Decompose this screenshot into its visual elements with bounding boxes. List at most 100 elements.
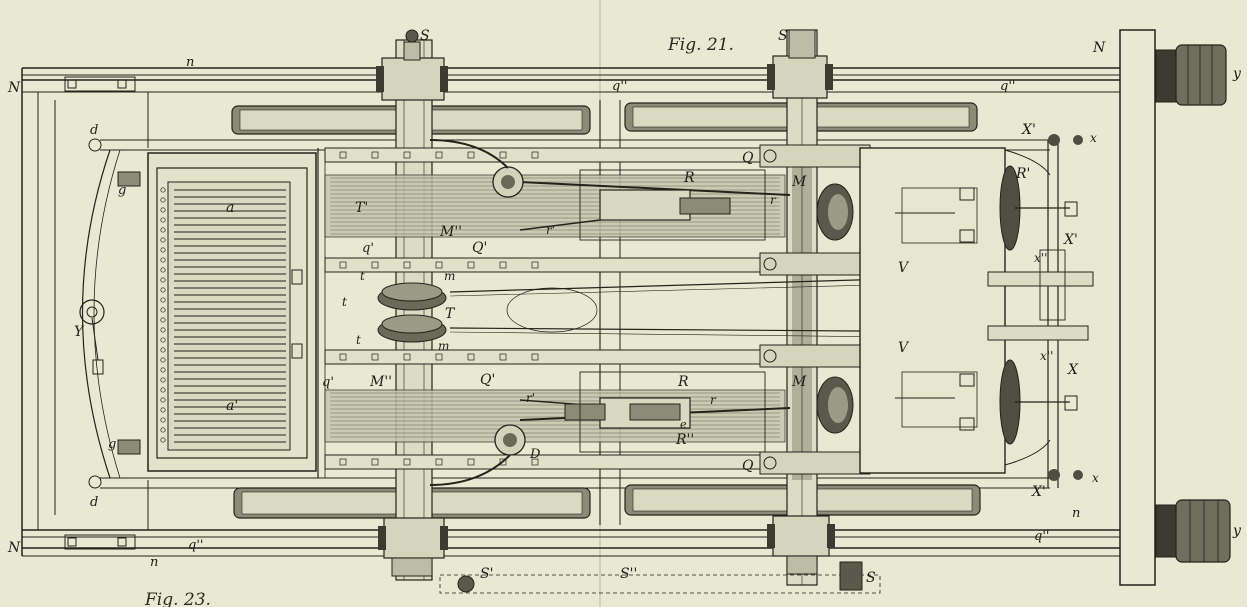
label-M-double-bottom: M'' bbox=[369, 374, 392, 390]
label-X-prime-bottom: X' bbox=[1031, 484, 1046, 500]
label-a: a bbox=[226, 200, 234, 216]
right-crankshaft bbox=[786, 29, 818, 586]
guide-bracket bbox=[467, 151, 475, 159]
label-n-left-top: N bbox=[7, 80, 21, 96]
guide-bracket bbox=[435, 458, 443, 466]
label-n-right: N bbox=[1092, 40, 1106, 56]
guide-bracket bbox=[371, 353, 379, 361]
label-s-top-left: S bbox=[420, 28, 430, 44]
guide-bracket bbox=[531, 353, 539, 361]
label-g-top: g bbox=[118, 183, 126, 198]
label-a-prime: a' bbox=[226, 398, 238, 414]
label-g-bottom: g bbox=[108, 437, 116, 452]
label-r-prime-bottom: r' bbox=[526, 391, 535, 405]
label-q-prime-bottom: q' bbox=[322, 375, 334, 390]
label-Q-top: Q bbox=[742, 150, 754, 166]
label-r-prime-top: r' bbox=[546, 223, 555, 237]
label-t-3: t bbox=[356, 333, 361, 347]
label-V-bottom: V bbox=[898, 340, 910, 356]
label-V-top: V bbox=[898, 260, 910, 276]
governor-discs bbox=[999, 149, 1078, 466]
guide-bracket bbox=[531, 151, 539, 159]
rivet bbox=[160, 377, 166, 383]
rivet bbox=[160, 257, 166, 263]
label-n-right-bottom: n bbox=[1072, 506, 1080, 521]
guide-bracket bbox=[339, 458, 347, 466]
label-D: D bbox=[529, 447, 541, 462]
label-Y: Y bbox=[74, 324, 85, 340]
guide-bracket bbox=[499, 151, 507, 159]
guide-bracket bbox=[339, 353, 347, 361]
bottom-lever bbox=[439, 561, 881, 594]
guide-bracket bbox=[435, 353, 443, 361]
label-x-bottom: x bbox=[1092, 471, 1099, 485]
crank-discs bbox=[759, 144, 871, 475]
label-Q-prime-bottom: Q' bbox=[480, 372, 495, 388]
rivet bbox=[160, 337, 166, 343]
guide-bracket bbox=[403, 458, 411, 466]
rivet bbox=[160, 347, 166, 353]
rivet bbox=[160, 367, 166, 373]
figure-caption-main: Fig. 21. bbox=[667, 35, 734, 55]
figure-caption-corner: Fig. 23. bbox=[144, 590, 211, 607]
label-d-top: d bbox=[90, 123, 98, 138]
rivet bbox=[160, 187, 166, 193]
label-x-top: x bbox=[1090, 131, 1097, 145]
guide-bracket bbox=[371, 151, 379, 159]
label-y-top: y bbox=[1232, 66, 1242, 82]
rivet bbox=[160, 407, 166, 413]
label-X-prime-mid: X' bbox=[1063, 232, 1078, 248]
rivet bbox=[160, 427, 166, 433]
label-m-bottom: m bbox=[438, 339, 449, 353]
rivet bbox=[160, 307, 166, 313]
rivet bbox=[160, 267, 166, 273]
rivet bbox=[160, 227, 166, 233]
guide-bracket bbox=[403, 353, 411, 361]
rivet bbox=[160, 217, 166, 223]
rivet bbox=[160, 197, 166, 203]
label-T: T bbox=[445, 306, 456, 322]
label-X-prime-top: X' bbox=[1021, 122, 1036, 138]
label-q-double-top: q'' bbox=[612, 79, 627, 94]
label-d-bottom: d bbox=[90, 495, 98, 510]
rivet bbox=[160, 437, 166, 443]
rivet bbox=[160, 357, 166, 363]
label-M-double-top: M'' bbox=[439, 224, 462, 240]
rivet bbox=[160, 237, 166, 243]
valve-chest bbox=[859, 147, 1094, 474]
rivet bbox=[160, 247, 166, 253]
end-roller-top bbox=[1155, 44, 1227, 106]
rivet bbox=[160, 277, 166, 283]
label-t-2: t bbox=[342, 295, 347, 309]
label-q-prime-top: q' bbox=[362, 241, 374, 256]
guide-bracket bbox=[403, 261, 411, 269]
guide-bracket bbox=[403, 151, 411, 159]
bearings bbox=[376, 29, 835, 577]
rivet bbox=[160, 297, 166, 303]
guide-bracket bbox=[467, 458, 475, 466]
label-y-bottom: y bbox=[1232, 523, 1242, 539]
label-x-double-bottom: x'' bbox=[1040, 349, 1053, 363]
label-r-bottom: r bbox=[710, 393, 717, 407]
rivet bbox=[160, 207, 166, 213]
part-labels: S S S N N N n n n y y x x d d g g a a' Y… bbox=[7, 28, 1242, 586]
label-s-top-right: S bbox=[778, 28, 788, 44]
guide-bracket bbox=[531, 458, 539, 466]
label-x-double-top: x'' bbox=[1034, 251, 1047, 265]
guide-bracket bbox=[371, 261, 379, 269]
rivet bbox=[160, 417, 166, 423]
gauge-y bbox=[79, 138, 141, 489]
captions: Fig. 21. Fig. 23. bbox=[144, 35, 734, 607]
label-t-1: t bbox=[360, 269, 365, 283]
rivet bbox=[160, 287, 166, 293]
label-Q-prime-top: Q' bbox=[472, 240, 487, 256]
label-r-top: r bbox=[770, 193, 777, 207]
label-e: e bbox=[680, 418, 687, 431]
label-Q-bottom: Q bbox=[742, 458, 754, 474]
boiler-grate bbox=[147, 152, 317, 472]
rivet bbox=[160, 327, 166, 333]
guide-bracket bbox=[531, 261, 539, 269]
guide-bracket bbox=[499, 458, 507, 466]
label-X: X bbox=[1067, 362, 1079, 378]
